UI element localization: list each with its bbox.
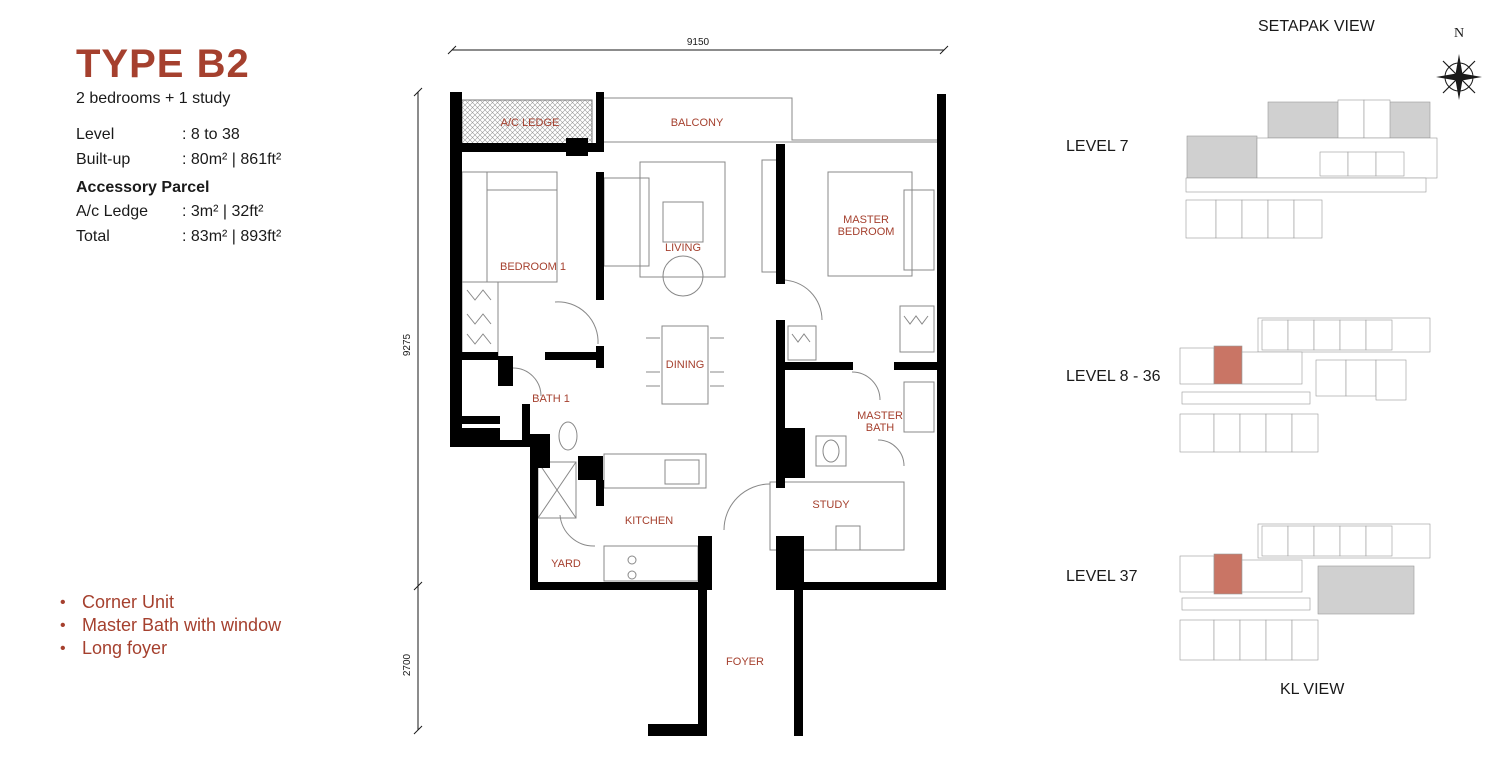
keyplan-level-37 <box>1179 523 1431 661</box>
north-label: N <box>1454 26 1464 41</box>
room-label-yard: YARD <box>551 558 581 570</box>
walls <box>450 92 946 736</box>
spec-table: Level : 8 to 38 Built-up : 80m² | 861ft² <box>76 122 281 172</box>
kl-view-label: KL VIEW <box>1280 681 1345 698</box>
bullet-icon: • <box>60 640 66 657</box>
room-label-master-bath: MASTER <box>857 410 903 422</box>
feature-item: • Master Bath with window <box>60 614 281 637</box>
height-dimension: 9275 <box>402 333 413 356</box>
room-label-study: STUDY <box>812 499 850 511</box>
level-37-label: LEVEL 37 <box>1066 568 1138 585</box>
level-8-36-label: LEVEL 8 - 36 <box>1066 368 1161 385</box>
spec-label: Level <box>76 126 115 143</box>
spec-row-total: Total : 83m² | 893ft² <box>76 224 281 249</box>
spec-value: : 3m² | 32ft² <box>182 203 264 220</box>
room-label-dining: DINING <box>666 359 705 371</box>
width-dimension: 9150 <box>687 37 710 48</box>
dimension-lines <box>413 45 949 735</box>
spec-label: Built-up <box>76 151 131 168</box>
keyplan-level-7 <box>1185 99 1438 239</box>
spec-row-acledge: A/c Ledge : 3m² | 32ft² <box>76 199 281 224</box>
accessory-table: A/c Ledge : 3m² | 32ft² Total : 83m² | 8… <box>76 199 281 249</box>
bullet-icon: • <box>60 617 66 634</box>
feature-text: Long foyer <box>82 638 168 658</box>
spec-value: : 80m² | 861ft² <box>182 151 282 168</box>
feature-item: • Long foyer <box>60 637 281 660</box>
accessory-parcel-title: Accessory Parcel <box>76 179 210 196</box>
feature-list: • Corner Unit • Master Bath with window • L… <box>60 591 281 660</box>
room-label-master-bedroom-2: BEDROOM <box>838 226 895 238</box>
unit-subtitle: 2 bedrooms + 1 study <box>76 90 231 107</box>
room-label-bedroom1: BEDROOM 1 <box>500 261 566 273</box>
setapak-view-label: SETAPAK VIEW <box>1258 18 1375 35</box>
room-label-bath1: BATH 1 <box>532 393 570 405</box>
feature-text: Corner Unit <box>82 592 175 612</box>
feature-text: Master Bath with window <box>82 615 282 635</box>
spec-value: : 8 to 38 <box>182 126 240 143</box>
spec-value: : 83m² | 893ft² <box>182 228 282 245</box>
room-label-living: LIVING <box>665 242 701 254</box>
keyplan-level-8-36 <box>1179 317 1431 453</box>
spec-row-builtup: Built-up : 80m² | 861ft² <box>76 147 281 172</box>
bullet-icon: • <box>60 594 66 611</box>
unit-type-title: TYPE B2 <box>76 42 250 86</box>
room-label-kitchen: KITCHEN <box>625 515 673 527</box>
spec-row-level: Level : 8 to 38 <box>76 122 281 147</box>
room-label-foyer: FOYER <box>726 656 764 668</box>
room-label-balcony: BALCONY <box>671 117 724 129</box>
room-label-ac-ledge: A/C LEDGE <box>501 117 560 129</box>
foyer-dimension: 2700 <box>402 653 413 676</box>
room-label-master-bath-2: BATH <box>866 422 895 434</box>
room-label-master-bedroom: MASTER <box>843 214 889 226</box>
level-7-label: LEVEL 7 <box>1066 138 1129 155</box>
feature-item: • Corner Unit <box>60 591 281 614</box>
spec-label: A/c Ledge <box>76 203 149 220</box>
spec-label: Total <box>76 228 110 245</box>
plan-fixtures <box>461 97 937 582</box>
ac-ledge-area <box>461 99 593 146</box>
compass-icon <box>1436 54 1482 100</box>
